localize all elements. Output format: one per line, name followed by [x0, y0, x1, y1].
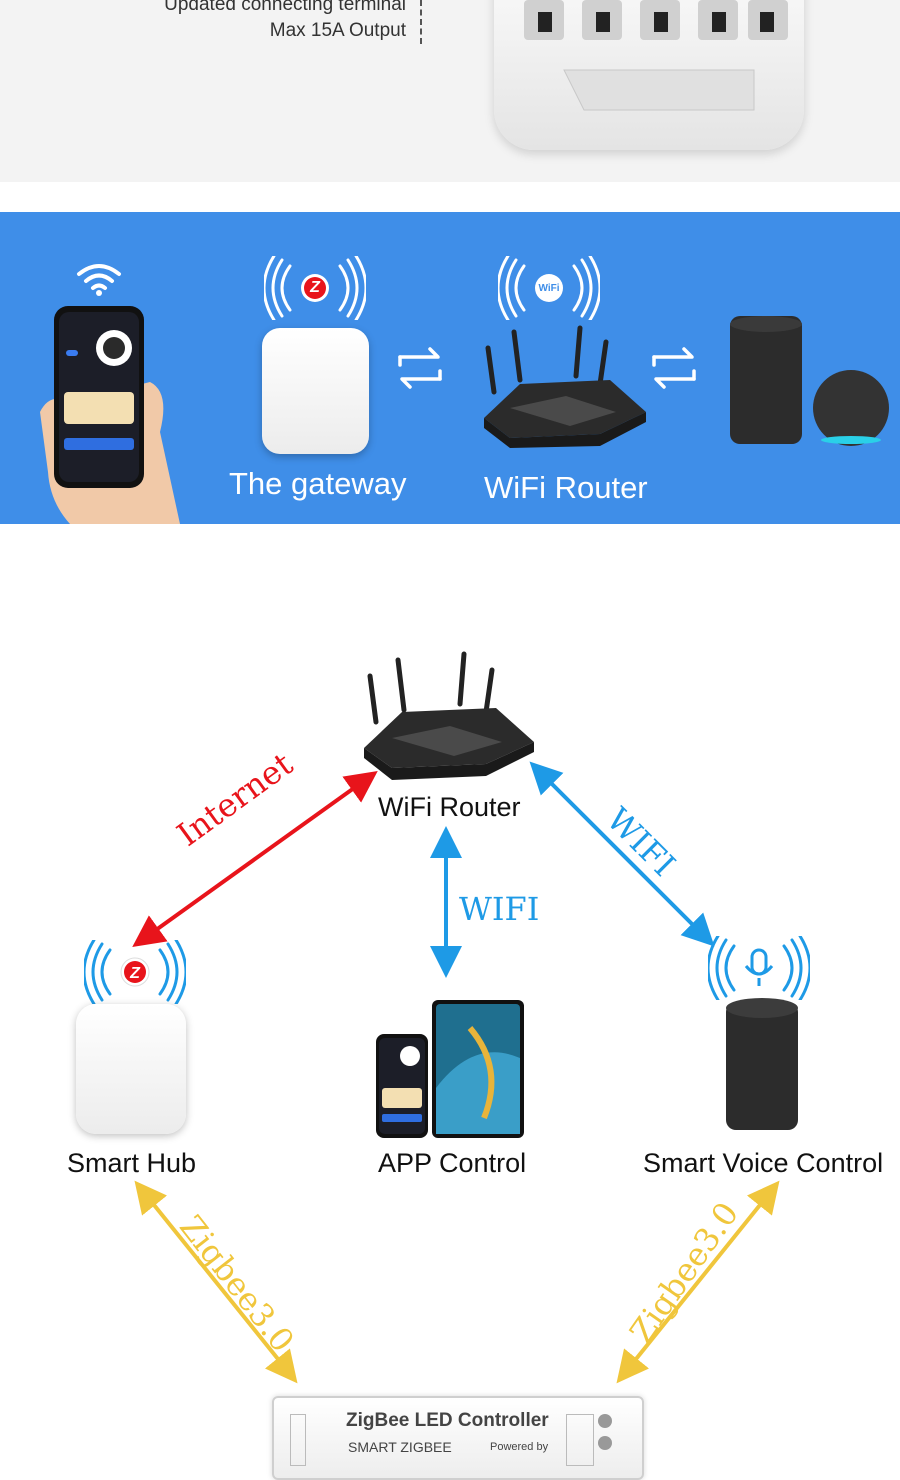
zigbee-badge-text: Z: [310, 279, 320, 296]
voice-signal-icon: [708, 936, 810, 1000]
zigbee-signal-icon: [264, 256, 366, 320]
zigbee-controller-image: [272, 1396, 644, 1480]
router-image: [484, 325, 646, 448]
exchange-arrows-icon-2: [652, 347, 696, 389]
svg-text:Z: Z: [129, 965, 141, 982]
wifi-broadcast-icon: [498, 256, 600, 320]
smart-speaker-image: [726, 998, 798, 1130]
wifi-router-band-label: WiFi Router: [484, 470, 648, 505]
diagram-router-image: [364, 651, 534, 780]
smart-hub-image: [76, 1004, 186, 1134]
router-label: WiFi Router: [378, 792, 521, 822]
wifi-badge-text: WiFi: [538, 283, 560, 294]
controller-powered-by: Powered by: [490, 1441, 549, 1453]
terminal-block-image: [494, 0, 804, 150]
output-terminal: [566, 1414, 594, 1466]
smart-speakers-image: [730, 316, 889, 446]
terminal-caption-line2: Max 15A Output: [269, 20, 406, 41]
smart-voice-control-label: Smart Voice Control: [643, 1148, 884, 1178]
input-terminal: [290, 1414, 306, 1466]
exchange-arrows-icon: [398, 347, 442, 389]
internet-link-arrow: [132, 771, 378, 947]
terminal-caption-line1: Updated connecting terminal: [164, 0, 406, 15]
smart-hub-label: Smart Hub: [67, 1148, 197, 1178]
app-control-label: APP Control: [378, 1148, 527, 1178]
screw-2: [598, 1436, 612, 1450]
gateway-hub-image: [262, 328, 369, 454]
phone-in-hand-image: [40, 306, 180, 524]
controller-title: ZigBee LED Controller: [346, 1410, 549, 1431]
app-devices-image: [376, 1000, 524, 1138]
zigbee-right-link-arrow: [616, 1180, 780, 1384]
hub-zigbee-signal-icon: Z: [84, 940, 186, 1004]
caption-leader-line: [420, 0, 422, 44]
screw-1: [598, 1414, 612, 1428]
gateway-label: The gateway: [229, 466, 407, 501]
zigbee-left-link-arrow: [134, 1180, 298, 1384]
controller-subtitle: SMART ZIGBEE: [348, 1439, 452, 1455]
wifi-signal-icon: [77, 264, 121, 296]
wifi-right-link-arrow: [529, 761, 715, 947]
wifi-center-link-label: WIFI: [459, 890, 540, 928]
